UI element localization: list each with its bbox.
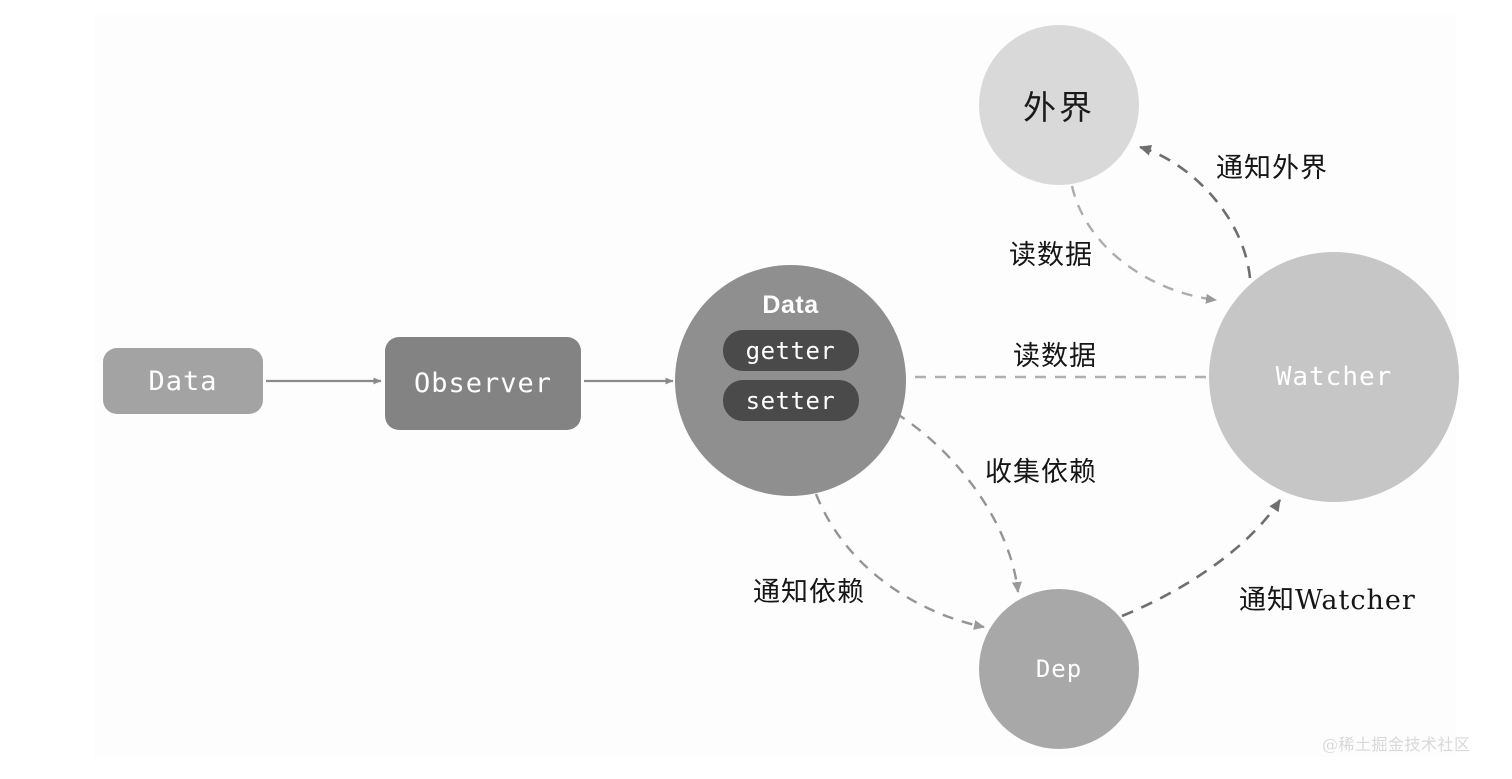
- edge-label-notify-watcher: 通知Watcher: [1239, 585, 1416, 616]
- node-watcher-circle[interactable]: Watcher: [1209, 252, 1459, 502]
- node-dep-circle[interactable]: Dep: [979, 589, 1139, 749]
- node-data-box[interactable]: Data: [103, 348, 263, 414]
- node-observer-box[interactable]: Observer: [385, 337, 581, 430]
- node-outside-circle[interactable]: 外界: [979, 25, 1139, 185]
- getter-pill[interactable]: getter: [722, 330, 859, 371]
- edge-label-collect-dependency: 收集依赖: [985, 457, 1097, 488]
- node-data-circle[interactable]: Data getter setter: [675, 265, 906, 496]
- node-outside-circle-label: 外界: [1023, 88, 1095, 127]
- getter-pill-label: getter: [745, 336, 836, 365]
- node-dep-circle-label: Dep: [1035, 655, 1083, 683]
- node-watcher-circle-label: Watcher: [1275, 362, 1393, 392]
- watermark: @稀土掘金技术社区: [1322, 735, 1471, 754]
- edge-label-read-data-middle: 读数据: [1013, 341, 1097, 372]
- edge-label-notify-outside: 通知外界: [1216, 153, 1328, 184]
- edge-label-read-data-upper: 读数据: [1009, 240, 1093, 271]
- node-data-box-label: Data: [148, 365, 218, 397]
- edge-label-notify-dependency: 通知依赖: [753, 577, 865, 608]
- node-data-circle-label: Data: [762, 291, 819, 319]
- setter-pill[interactable]: setter: [722, 380, 859, 421]
- setter-pill-label: setter: [745, 386, 836, 415]
- node-observer-box-label: Observer: [413, 368, 553, 399]
